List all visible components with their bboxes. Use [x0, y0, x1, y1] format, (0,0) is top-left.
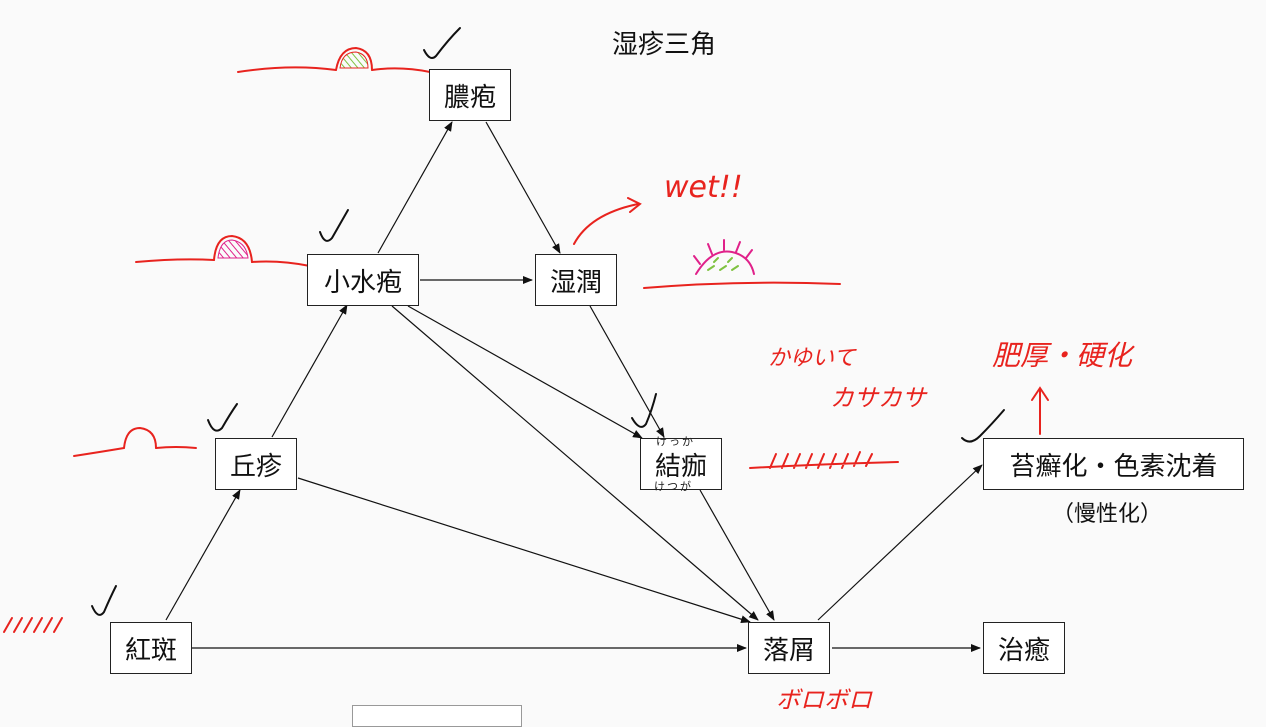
annotation-wet: wet!! [664, 170, 743, 205]
arrow-shosuiho-kessai [407, 305, 643, 439]
crust-hatch [749, 451, 899, 469]
annotation-hikou: 肥厚・硬化 [992, 339, 1133, 372]
checkmark-kohan [91, 585, 117, 616]
wet-arrow [573, 203, 639, 245]
node-kyushin: 丘疹 [215, 438, 297, 490]
diagram-title: 湿疹三角 [612, 30, 717, 60]
node-noho: 膿疱 [429, 69, 511, 121]
pustule-outline [335, 46, 373, 71]
annotation-kasakasa: カサカサ [830, 384, 926, 412]
checkmark-kyushin [207, 403, 238, 432]
node-shosuiho: 小水疱 [307, 254, 419, 306]
hikou-arrow [1031, 386, 1049, 435]
vesicle-fill [217, 239, 249, 259]
checkmark-noho [423, 27, 461, 59]
arrow-kessai-rakusetsu [699, 489, 775, 621]
node-rakusetsu: 落屑 [748, 622, 830, 674]
papule-outline [123, 426, 157, 449]
skin-line-kyushin-right [155, 446, 197, 449]
node-kohan: 紅斑 [110, 622, 192, 674]
node-chiyu: 治癒 [983, 622, 1065, 674]
skin-line-shitsujun [643, 281, 841, 289]
skin-line-noho-right [371, 67, 431, 73]
skin-line-shosuiho-right [251, 260, 311, 267]
checkmark-tainen [961, 409, 1005, 443]
checkmark-kessai [631, 393, 657, 428]
arrow-kyushin-rakusetsu [297, 477, 751, 624]
wet-lesion-sketch [693, 239, 755, 275]
annotation-kayuite: かゆいて [768, 346, 856, 371]
ruby-kessai-bottom: けつが [654, 480, 693, 493]
arrow-rakusetsu-tainen [817, 464, 983, 621]
checkmark-shosuiho [319, 209, 349, 242]
arrow-kyushin-shosuiho [271, 304, 348, 438]
bottom-panel-edge [352, 705, 522, 727]
arrow-kohan-kyushin [165, 489, 241, 621]
arrow-noho-shitsujun [485, 121, 561, 254]
node-kessai: 結痂 [640, 438, 722, 490]
skin-line-noho [237, 66, 337, 73]
skin-line-shosuiho [135, 258, 215, 263]
arrow-shitsujun-kessai [589, 305, 665, 438]
skin-line-kyushin [73, 447, 125, 457]
arrow-shosuiho-rakusetsu [391, 305, 759, 621]
ruby-kessai-top: けっか [656, 435, 695, 448]
pustule-fill [339, 51, 369, 69]
node-shitsujun: 湿潤 [535, 254, 617, 306]
caption-chronic: （慢性化） [1052, 502, 1163, 527]
arrow-shosuiho-noho [377, 121, 453, 254]
erythema-hatch [3, 617, 63, 633]
annotation-boroboro: ボロボロ [776, 686, 872, 714]
vesicle-outline [213, 234, 253, 263]
wet-arrowhead [627, 197, 642, 213]
node-tainen: 苔癬化・色素沈着 [983, 438, 1244, 490]
